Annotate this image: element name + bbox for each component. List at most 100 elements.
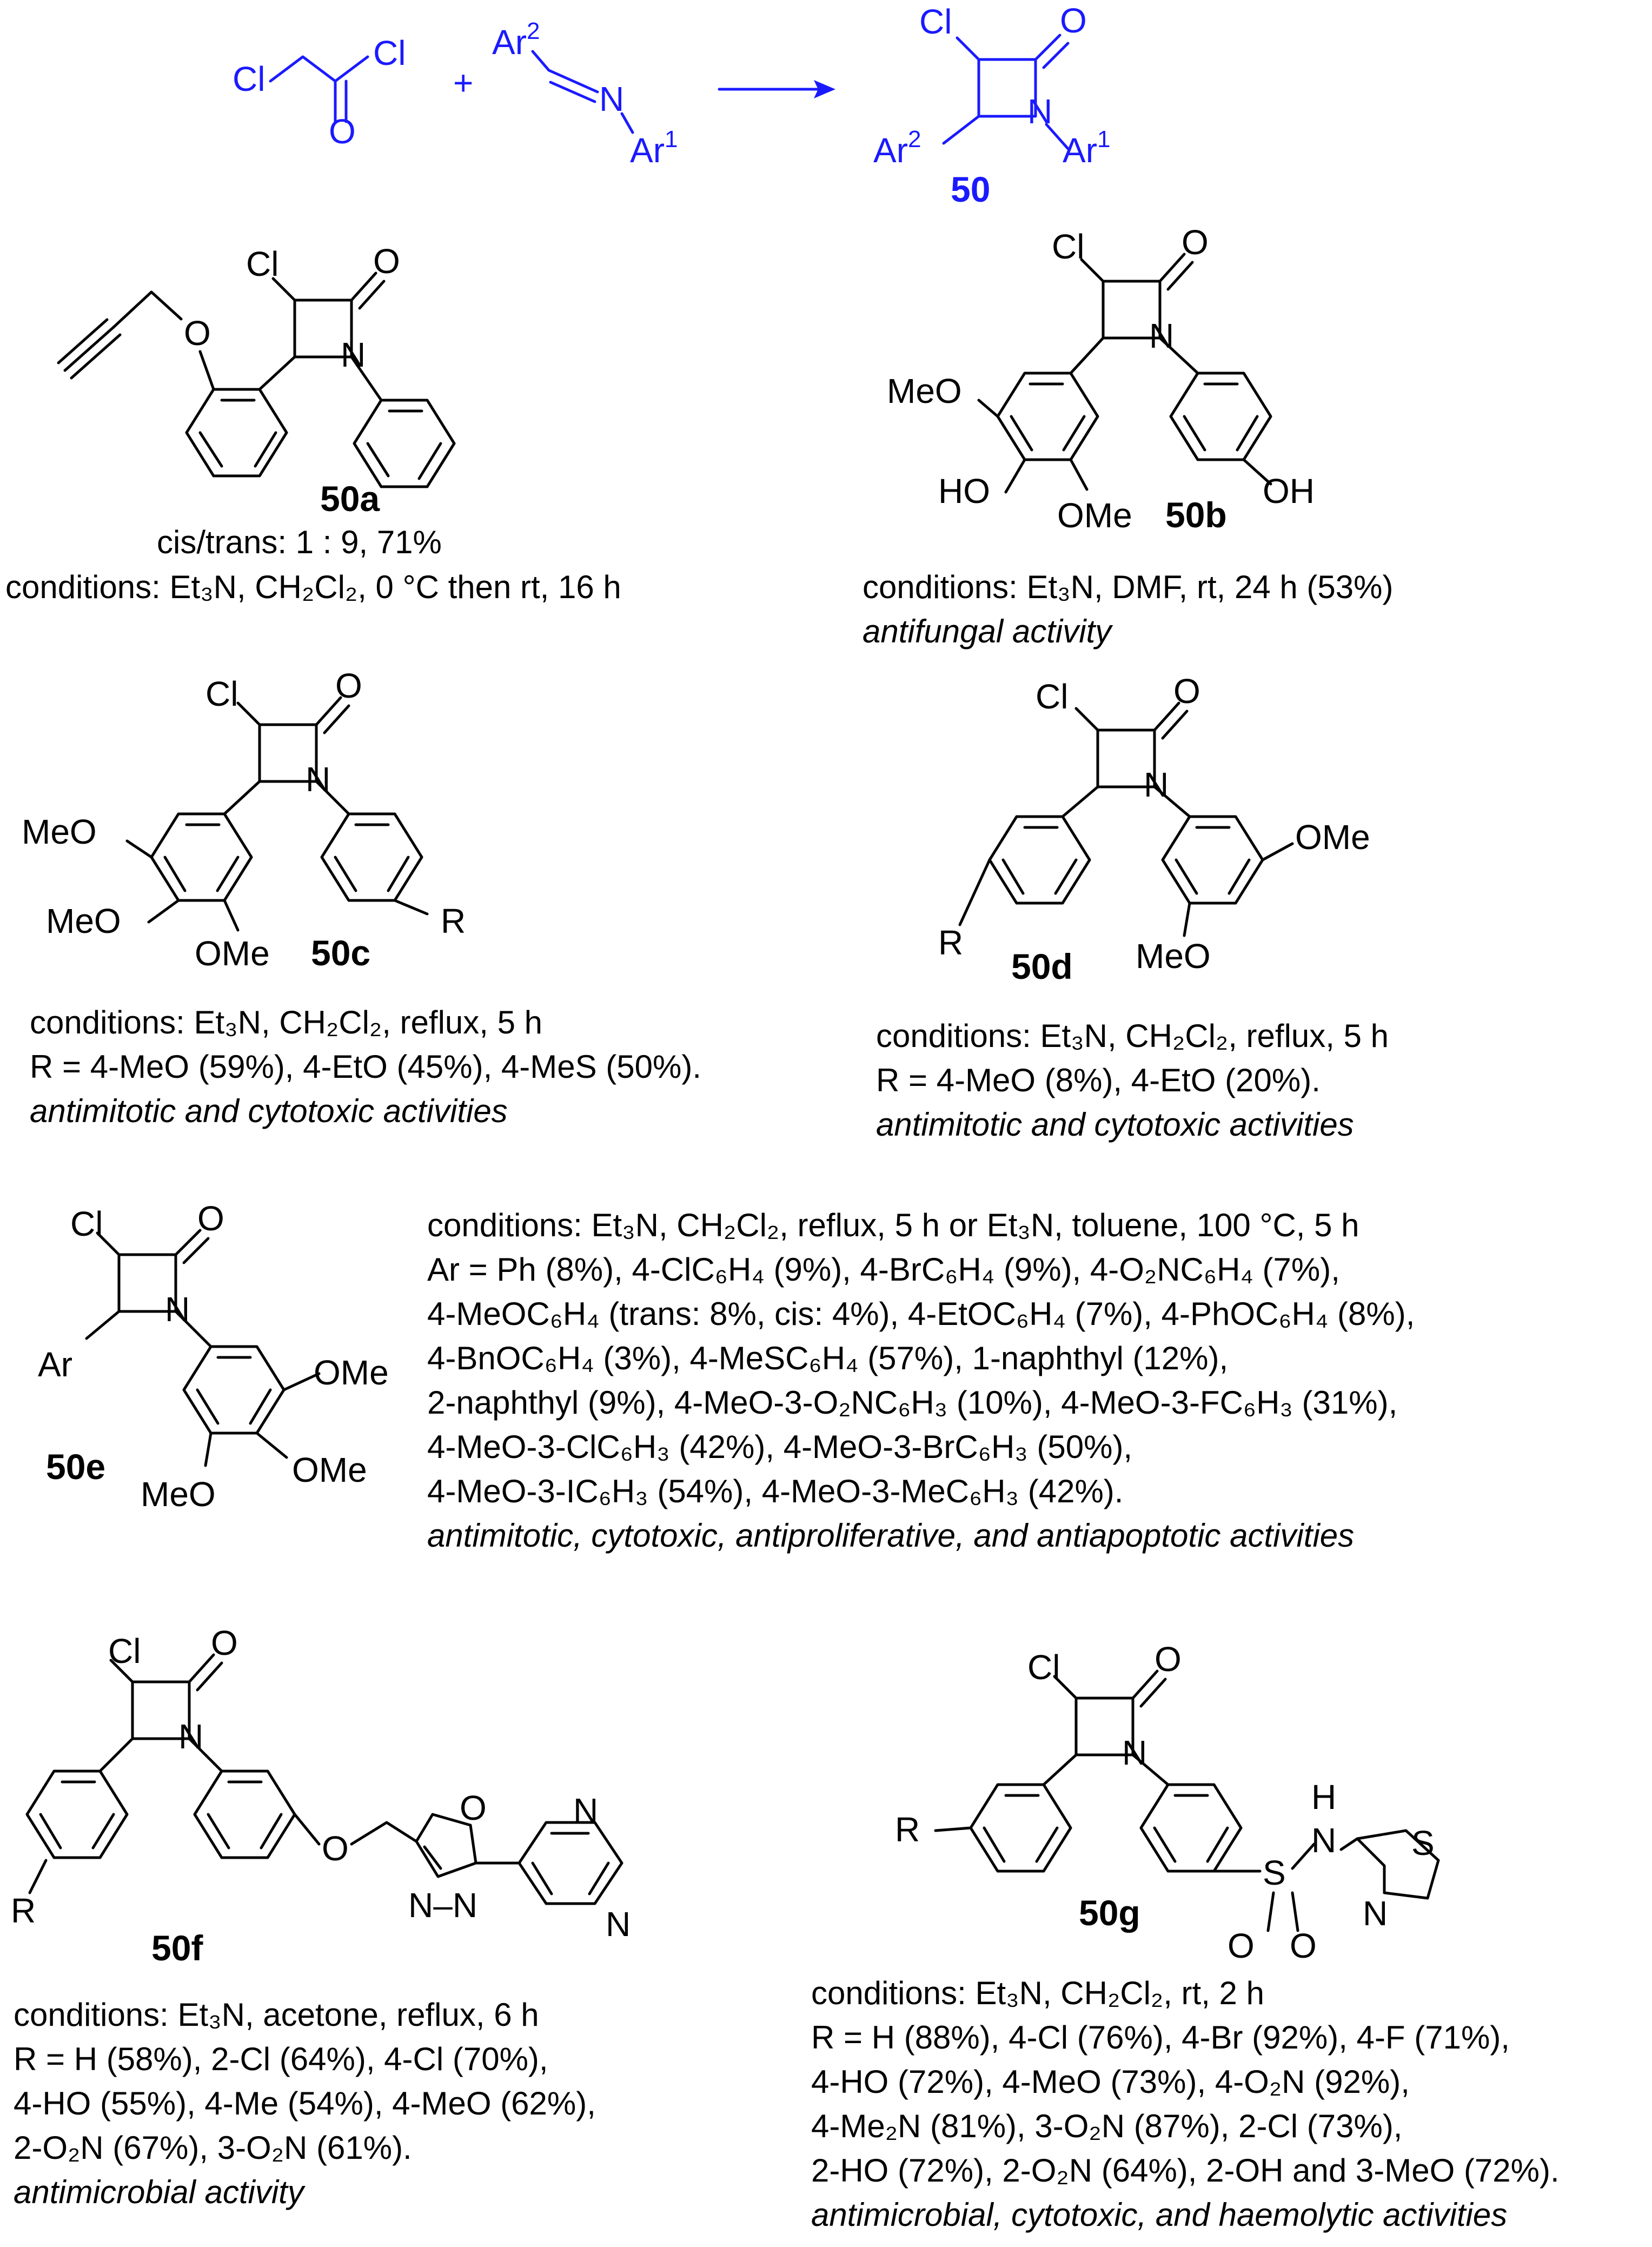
r-group: R [11,1891,36,1930]
reaction-arrow [718,80,835,98]
atom-o: O [211,1623,238,1662]
compound-label: 50f [151,1928,203,1968]
atom-o: O [1173,672,1200,711]
atom-s: S [1411,1824,1435,1862]
note-line: antimicrobial, cytotoxic, and haemolytic… [811,2197,1508,2233]
notes-50a: cis/trans: 1 : 9, 71% [157,520,442,565]
atom-o: O [335,666,362,705]
note-line: antimitotic and cytotoxic activities [30,1093,508,1129]
atom-cl: Cl [1027,1648,1060,1687]
note-line: conditions: Et₃N, CH₂Cl₂, reflux, 5 h [30,1004,543,1040]
atom-cl: Cl [919,2,952,41]
notes-50g: conditions: Et₃N, CH₂Cl₂, rt, 2 h R = H … [811,1971,1560,2237]
r-group: R [441,902,466,940]
methoxy-group: OMe [292,1450,367,1489]
compound-50a: Cl O N O 50a [57,242,456,519]
note-line: 4-HO (72%), 4-MeO (73%), 4-O₂N (92%), [811,2064,1410,2100]
note-line: 2-HO (72%), 2-O₂N (64%), 2-OH and 3-MeO … [811,2152,1560,2189]
note-line: 4-BnOC₆H₄ (3%), 4-MeSC₆H₄ (57%), 1-napht… [427,1340,1229,1376]
r-group: R [895,1810,920,1849]
product-50: Cl O N Ar2 Ar1 50 [873,1,1110,209]
chloroacetyl-chloride: Cl Cl O [233,34,406,151]
general-reaction: Cl Cl O + Ar2 N Ar1 Cl O N [233,1,1110,209]
atom-o: O [373,242,400,281]
compound-label: 50a [320,479,380,519]
note-line: conditions: Et₃N, CH₂Cl₂, reflux, 5 h [876,1018,1389,1054]
atom-n: N [1144,765,1169,804]
note-line: antifungal activity [863,613,1112,649]
compound-label: 50b [1165,495,1227,535]
note-line: conditions: Et₃N, DMF, rt, 24 h (53%) [863,569,1394,605]
note-line: 4-MeOC₆H₄ (trans: 8%, cis: 4%), 4-EtOC₆H… [427,1296,1415,1332]
compound-50c: Cl O N MeO MeO OMe R 50c [22,666,466,973]
atom-n: N [1311,1821,1336,1860]
note-line: conditions: Et₃N, CH₂Cl₂, 0 °C then rt, … [5,569,621,605]
atom-cl: Cl [205,674,238,713]
atom-ar1: Ar1 [630,126,678,170]
compound-label: 50c [311,933,370,973]
atom-o: O [322,1829,349,1868]
atom-o: O [1060,1,1087,40]
atom-n: N [1122,1733,1147,1772]
hydroxy-group: HO [938,472,990,511]
notes-50d: conditions: Et₃N, CH₂Cl₂, reflux, 5 h R … [876,1014,1389,1147]
atom-o: O [460,1788,487,1827]
atom-cl: Cl [1036,677,1068,716]
compound-label: 50d [1011,946,1073,986]
note-line: Ar = Ph (8%), 4-ClC₆H₄ (9%), 4-BrC₆H₄ (9… [427,1251,1340,1288]
methoxy-group: MeO [1136,937,1211,976]
atom-o: O [1228,1926,1255,1965]
atom-o: O [1290,1926,1317,1965]
compound-label: 50g [1079,1893,1140,1933]
atom-ar2: Ar2 [492,18,540,62]
note-line: conditions: Et₃N, CH₂Cl₂, rt, 2 h [811,1975,1264,2011]
atom-o: O [197,1199,224,1238]
atom-n: N [599,79,624,118]
compound-50d: Cl O N R OMe MeO 50d [938,672,1370,986]
atom-cl: Cl [70,1204,103,1243]
methoxy-group: OMe [195,934,270,973]
compound-50e: Cl O N Ar OMe OMe MeO 50e [38,1199,389,1514]
methoxy-group: MeO [22,812,97,851]
atom-n: N [165,1290,190,1329]
atom-n: N [306,760,330,799]
note-line: 4-MeO-3-IC₆H₃ (54%), 4-MeO-3-MeC₆H₃ (42%… [427,1473,1124,1509]
note-line: R = H (58%), 2-Cl (64%), 4-Cl (70%), [14,2041,548,2077]
plus-sign: + [453,63,473,102]
atom-ar1: Ar1 [1063,126,1110,170]
notes-50a-conditions: conditions: Et₃N, CH₂Cl₂, 0 °C then rt, … [5,565,621,609]
note-line: conditions: Et₃N, acetone, reflux, 6 h [14,1997,539,2033]
atom-n: N [1027,92,1052,131]
methoxy-group: OMe [1295,818,1370,857]
note-line: 4-Me₂N (81%), 3-O₂N (87%), 2-Cl (73%), [811,2108,1403,2144]
methoxy-group: MeO [141,1475,216,1514]
atom-cl: Cl [233,59,265,98]
atom-n: N [178,1717,203,1756]
note-line: 2-naphthyl (9%), 4-MeO-3-O₂NC₆H₃ (10%), … [427,1384,1398,1421]
atom-n: N [1149,316,1174,355]
note-line: 2-O₂N (67%), 3-O₂N (61%). [14,2130,412,2166]
compound-label: 50e [46,1447,105,1487]
atom-cl: Cl [373,34,406,72]
note-line: 4-MeO-3-ClC₆H₃ (42%), 4-MeO-3-BrC₆H₃ (50… [427,1429,1133,1465]
compound-label: 50 [951,169,990,209]
atom-cl: Cl [246,244,278,283]
atom-n: N [341,335,366,374]
atom-o: O [184,314,211,353]
methoxy-group: OMe [1057,496,1132,535]
note-line: cis/trans: 1 : 9, 71% [157,524,442,560]
atom-cl: Cl [108,1632,141,1671]
atom-n-n: N–N [408,1886,477,1925]
atom-o: O [1155,1640,1182,1679]
note-line: R = H (88%), 4-Cl (76%), 4-Br (92%), 4-F… [811,2019,1510,2056]
note-line: antimicrobial activity [14,2174,304,2210]
compound-50g: Cl O N R S H N O O S N 50g [895,1640,1440,1965]
note-line: R = 4-MeO (59%), 4-EtO (45%), 4-MeS (50%… [30,1049,702,1085]
compound-50f: Cl O N R O O N–N N N 50f [11,1623,631,1968]
atom-s: S [1263,1853,1286,1892]
methoxy-group: MeO [887,372,962,410]
note-line: antimitotic, cytotoxic, antiproliferativ… [427,1517,1355,1554]
compound-50b: Cl O N MeO HO OMe OH 50b [887,223,1315,535]
notes-50c: conditions: Et₃N, CH₂Cl₂, reflux, 5 h R … [30,1000,701,1134]
